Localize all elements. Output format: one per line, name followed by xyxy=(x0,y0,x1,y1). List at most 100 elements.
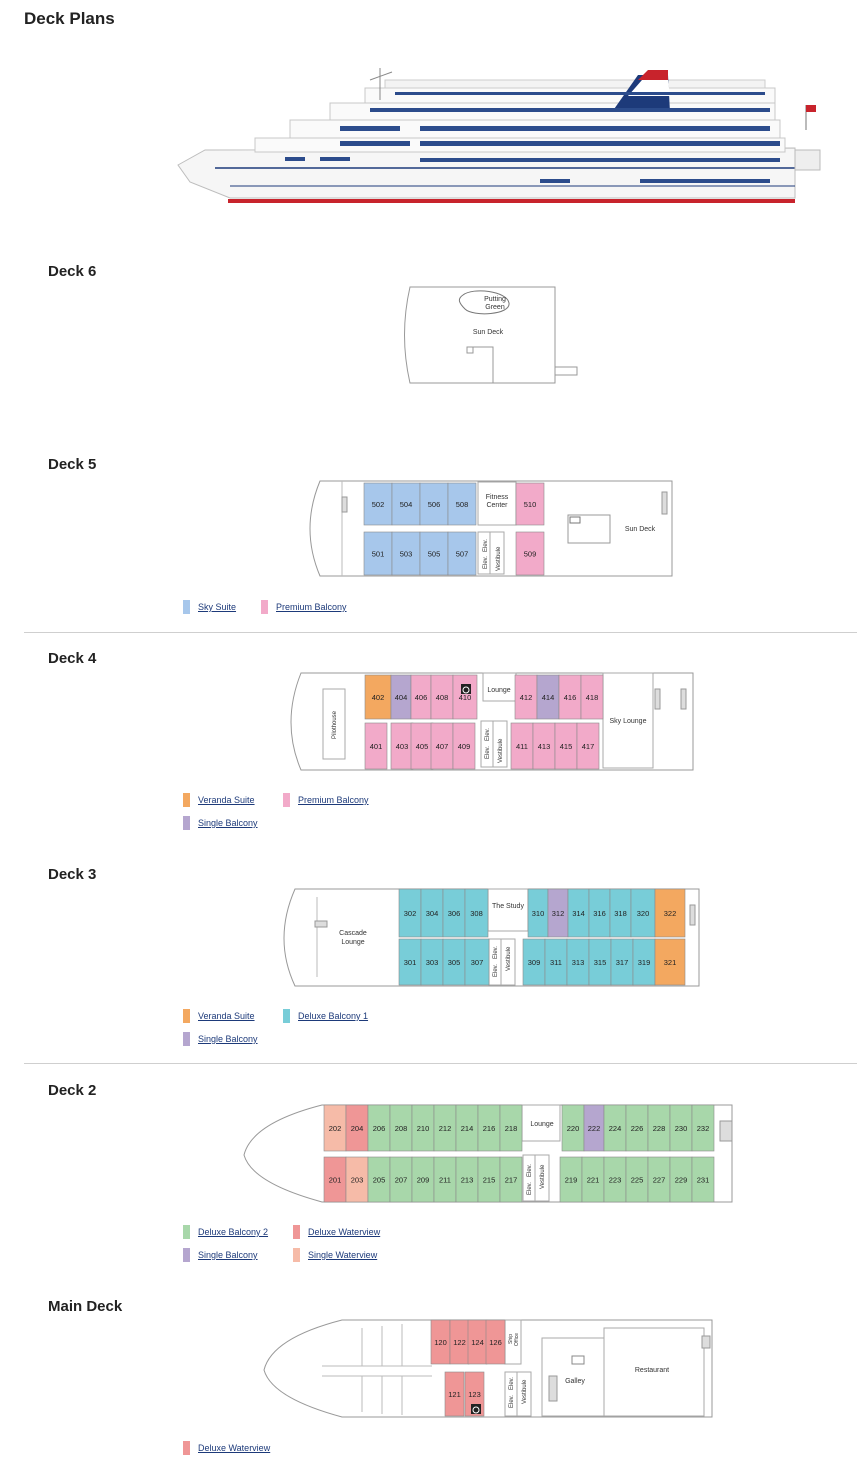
cabin-313[interactable]: 313 xyxy=(566,938,590,986)
cabin-306[interactable]: 306 xyxy=(442,888,466,938)
cabin-221[interactable]: 221 xyxy=(581,1156,605,1203)
cabin-504[interactable]: 504 xyxy=(391,482,421,526)
cabin-402[interactable]: 402 xyxy=(364,674,392,720)
cabin-416[interactable]: 416 xyxy=(558,674,582,720)
cabin-215[interactable]: 215 xyxy=(477,1156,501,1203)
cabin-213[interactable]: 213 xyxy=(455,1156,479,1203)
cabin-126[interactable]: 126 xyxy=(485,1319,506,1365)
cabin-418[interactable]: 418 xyxy=(580,674,604,720)
cabin-217[interactable]: 217 xyxy=(499,1156,523,1203)
cabin-218[interactable]: 218 xyxy=(499,1104,523,1152)
cabin-303[interactable]: 303 xyxy=(420,938,444,986)
legend-veranda-suite[interactable]: Veranda Suite xyxy=(183,793,255,807)
cabin-308[interactable]: 308 xyxy=(464,888,489,938)
cabin-507[interactable]: 507 xyxy=(447,531,477,576)
legend-sky-suite[interactable]: Sky Suite xyxy=(183,600,236,614)
legend-deluxe-waterview[interactable]: Deluxe Waterview xyxy=(293,1225,380,1239)
cabin-405[interactable]: 405 xyxy=(410,722,434,770)
legend-single-balcony[interactable]: Single Balcony xyxy=(183,816,258,830)
cabin-413[interactable]: 413 xyxy=(532,722,556,770)
cabin-411[interactable]: 411 xyxy=(510,722,534,770)
cabin-311[interactable]: 311 xyxy=(544,938,568,986)
cabin-120[interactable]: 120 xyxy=(430,1319,451,1365)
cabin-404[interactable]: 404 xyxy=(390,674,412,720)
cabin-506[interactable]: 506 xyxy=(419,482,449,526)
cabin-409[interactable]: 409 xyxy=(452,722,476,770)
cabin-406[interactable]: 406 xyxy=(410,674,432,720)
cabin-501[interactable]: 501 xyxy=(363,531,393,576)
cabin-201[interactable]: 201 xyxy=(323,1156,347,1203)
cabin-321[interactable]: 321 xyxy=(654,938,686,986)
cabin-503[interactable]: 503 xyxy=(391,531,421,576)
cabin-204[interactable]: 204 xyxy=(345,1104,369,1152)
cabin-211[interactable]: 211 xyxy=(433,1156,457,1203)
cabin-222[interactable]: 222 xyxy=(583,1104,605,1152)
cabin-231[interactable]: 231 xyxy=(691,1156,715,1203)
legend-single-waterview[interactable]: Single Waterview xyxy=(293,1248,377,1262)
cabin-414[interactable]: 414 xyxy=(536,674,560,720)
cabin-310[interactable]: 310 xyxy=(527,888,549,938)
cabin-505[interactable]: 505 xyxy=(419,531,449,576)
cabin-202[interactable]: 202 xyxy=(323,1104,347,1152)
cabin-312[interactable]: 312 xyxy=(547,888,569,938)
cabin-510[interactable]: 510 xyxy=(515,482,545,526)
cabin-208[interactable]: 208 xyxy=(389,1104,413,1152)
cabin-124[interactable]: 124 xyxy=(467,1319,488,1365)
cabin-232[interactable]: 232 xyxy=(691,1104,715,1152)
cabin-223[interactable]: 223 xyxy=(603,1156,627,1203)
cabin-315[interactable]: 315 xyxy=(588,938,612,986)
cabin-219[interactable]: 219 xyxy=(559,1156,583,1203)
legend-deluxe-balcony-2[interactable]: Deluxe Balcony 2 xyxy=(183,1225,268,1239)
cabin-320[interactable]: 320 xyxy=(630,888,656,938)
cabin-305[interactable]: 305 xyxy=(442,938,466,986)
cabin-209[interactable]: 209 xyxy=(411,1156,435,1203)
cabin-122[interactable]: 122 xyxy=(449,1319,470,1365)
cabin-227[interactable]: 227 xyxy=(647,1156,671,1203)
cabin-228[interactable]: 228 xyxy=(647,1104,671,1152)
legend-veranda-suite[interactable]: Veranda Suite xyxy=(183,1009,255,1023)
cabin-407[interactable]: 407 xyxy=(430,722,454,770)
legend-deluxe-balcony-1[interactable]: Deluxe Balcony 1 xyxy=(283,1009,368,1023)
cabin-224[interactable]: 224 xyxy=(603,1104,627,1152)
cabin-403[interactable]: 403 xyxy=(390,722,414,770)
cabin-408[interactable]: 408 xyxy=(430,674,454,720)
cabin-203[interactable]: 203 xyxy=(345,1156,369,1203)
cabin-206[interactable]: 206 xyxy=(367,1104,391,1152)
cabin-318[interactable]: 318 xyxy=(609,888,632,938)
cabin-210[interactable]: 210 xyxy=(411,1104,435,1152)
cabin-304[interactable]: 304 xyxy=(420,888,444,938)
cabin-317[interactable]: 317 xyxy=(610,938,634,986)
cabin-225[interactable]: 225 xyxy=(625,1156,649,1203)
cabin-509[interactable]: 509 xyxy=(515,531,545,576)
cabin-412[interactable]: 412 xyxy=(514,674,538,720)
cabin-212[interactable]: 212 xyxy=(433,1104,457,1152)
cabin-230[interactable]: 230 xyxy=(669,1104,693,1152)
legend-premium-balcony[interactable]: Premium Balcony xyxy=(283,793,369,807)
cabin-216[interactable]: 216 xyxy=(477,1104,501,1152)
legend-single-balcony[interactable]: Single Balcony xyxy=(183,1032,258,1046)
cabin-205[interactable]: 205 xyxy=(367,1156,391,1203)
cabin-214[interactable]: 214 xyxy=(455,1104,479,1152)
cabin-316[interactable]: 316 xyxy=(588,888,611,938)
cabin-401[interactable]: 401 xyxy=(364,722,388,770)
cabin-314[interactable]: 314 xyxy=(567,888,590,938)
legend-deluxe-waterview[interactable]: Deluxe Waterview xyxy=(183,1441,270,1455)
cabin-226[interactable]: 226 xyxy=(625,1104,649,1152)
cabin-502[interactable]: 502 xyxy=(363,482,393,526)
cabin-307[interactable]: 307 xyxy=(464,938,490,986)
cabin-301[interactable]: 301 xyxy=(398,938,422,986)
cabin-410[interactable]: 410 xyxy=(452,674,478,720)
legend-single-balcony[interactable]: Single Balcony xyxy=(183,1248,258,1262)
cabin-319[interactable]: 319 xyxy=(632,938,656,986)
legend-premium-balcony[interactable]: Premium Balcony xyxy=(261,600,347,614)
cabin-207[interactable]: 207 xyxy=(389,1156,413,1203)
cabin-322[interactable]: 322 xyxy=(654,888,686,938)
cabin-415[interactable]: 415 xyxy=(554,722,578,770)
cabin-508[interactable]: 508 xyxy=(447,482,477,526)
cabin-417[interactable]: 417 xyxy=(576,722,600,770)
cabin-121[interactable]: 121 xyxy=(444,1371,465,1417)
cabin-309[interactable]: 309 xyxy=(522,938,546,986)
cabin-302[interactable]: 302 xyxy=(398,888,422,938)
cabin-220[interactable]: 220 xyxy=(561,1104,585,1152)
cabin-229[interactable]: 229 xyxy=(669,1156,693,1203)
